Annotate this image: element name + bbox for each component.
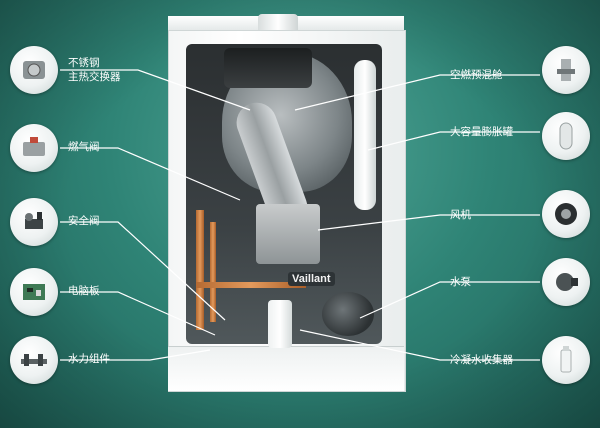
circuit-board-callout [10, 268, 58, 316]
pump-callout [542, 258, 590, 306]
leader-line [359, 281, 540, 319]
leader-line [60, 221, 226, 321]
gas-valve-callout [10, 124, 58, 172]
leader-line [60, 147, 241, 201]
fan-housing-visual [224, 48, 312, 88]
premix-chamber-callout [542, 46, 590, 94]
heat-exchanger-icon [23, 61, 45, 79]
expansion-tank-icon [559, 122, 573, 150]
premix-chamber-icon [557, 59, 575, 81]
safety-valve-icon [25, 212, 43, 229]
leader-line [60, 349, 211, 361]
condensate-bottle-visual [268, 300, 292, 348]
copper-pipe [210, 222, 216, 322]
copper-pipe [196, 282, 306, 288]
label-condensate-collector: 冷凝水收集器 [450, 354, 513, 366]
label-expansion-tank: 大容量膨胀罐 [450, 126, 513, 138]
heat-exchanger-callout [10, 46, 58, 94]
condensate-collector-icon [560, 346, 572, 373]
label-heat-exchanger-line1: 不锈钢 [68, 57, 100, 69]
condensate-collector-callout [542, 336, 590, 384]
label-heat-exchanger: 不锈钢 主热交换器 [68, 56, 121, 84]
circuit-board-icon [23, 284, 45, 300]
pump-visual [322, 292, 374, 336]
hydraulic-assembly-callout [10, 336, 58, 384]
label-gas-valve: 燃气阀 [68, 141, 100, 153]
label-pump: 水泵 [450, 276, 471, 288]
leader-line [299, 329, 540, 361]
leader-line [294, 74, 540, 111]
label-safety-valve: 安全阀 [68, 215, 100, 227]
hydraulic-assembly-icon [21, 354, 47, 366]
label-hydraulic-assembly: 水力组件 [68, 353, 110, 365]
brand-logo: Vaillant [288, 272, 335, 286]
gas-valve-visual [256, 204, 320, 264]
label-circuit-board: 电脑板 [68, 285, 100, 297]
fan-callout [542, 190, 590, 238]
pump-icon [556, 273, 578, 291]
leader-line [317, 214, 540, 231]
leader-line [60, 69, 251, 111]
safety-valve-callout [10, 198, 58, 246]
leader-line [367, 131, 540, 151]
label-premix-chamber: 空燃预混舱 [450, 69, 503, 81]
label-fan: 风机 [450, 209, 471, 221]
expansion-tank-callout [542, 112, 590, 160]
fan-icon [555, 203, 577, 225]
label-heat-exchanger-line2: 主热交换器 [68, 71, 121, 83]
expansion-tank-visual [354, 60, 376, 210]
flue-outlet [258, 14, 298, 32]
copper-pipe [196, 210, 204, 330]
leader-line [60, 291, 216, 336]
gas-valve-icon [23, 137, 45, 156]
